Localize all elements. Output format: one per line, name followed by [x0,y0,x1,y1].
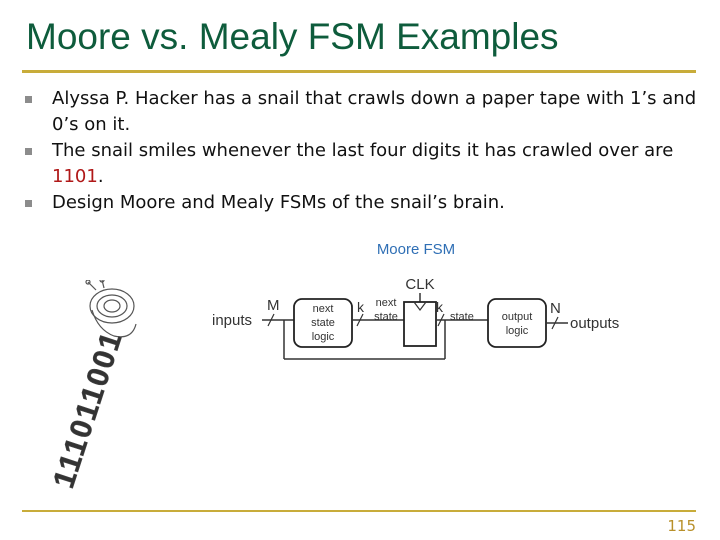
title-divider [22,70,696,73]
k-label: k [357,299,365,315]
wire-label: state [450,311,474,323]
bus-slash-mark [551,316,559,330]
block-label: logic [506,325,529,337]
bus-slash-mark [267,313,275,327]
block-label: state [311,317,335,329]
bullet-text: Alyssa P. Hacker has a snail that crawls… [52,88,697,135]
n-label: N [550,300,561,317]
output-logic-block [487,298,547,348]
block-label: next [313,303,334,315]
clk-label: CLK [405,276,434,293]
bullet-item: The snail smiles whenever the last four … [24,138,704,190]
tape-digits: 111011001 [48,327,129,492]
wire-label: state [374,311,398,323]
outputs-label: outputs [570,315,619,332]
slide-title: Moore vs. Mealy FSM Examples [26,16,559,57]
bullet-item: Design Moore and Mealy FSMs of the snail… [24,190,704,216]
clock-edge-icon [413,301,427,311]
bullet-list: Alyssa P. Hacker has a snail that crawls… [24,86,704,216]
highlighted-pattern: 1101 [52,166,98,187]
square-bullet-icon [25,96,32,103]
state-register [403,301,437,347]
bus-slash-mark [437,313,445,327]
wire-label: next [376,297,397,309]
moore-fsm-diagram: Moore FSM CLK inputs M next state logic … [212,241,619,360]
k-label: k [436,299,444,315]
footer-divider [22,510,696,512]
bullet-item: Alyssa P. Hacker has a snail that crawls… [24,86,704,138]
page-number: 115 [667,517,696,535]
snail-tape-illustration: 111011001 [48,280,137,492]
block-label: output [502,311,533,323]
bullet-text: The snail smiles whenever the last four … [52,140,674,161]
next-state-logic-block [293,298,353,348]
bullet-text-end: . [97,166,104,187]
square-bullet-icon [25,148,32,155]
square-bullet-icon [25,200,32,207]
bullet-text: Design Moore and Mealy FSMs of the snail… [52,192,505,213]
block-label: logic [312,331,335,343]
snail-icon [85,280,137,338]
diagram-title: Moore FSM [377,241,455,258]
inputs-label: inputs [212,312,252,329]
bus-slash-mark [356,313,364,327]
m-label: M [267,297,280,314]
